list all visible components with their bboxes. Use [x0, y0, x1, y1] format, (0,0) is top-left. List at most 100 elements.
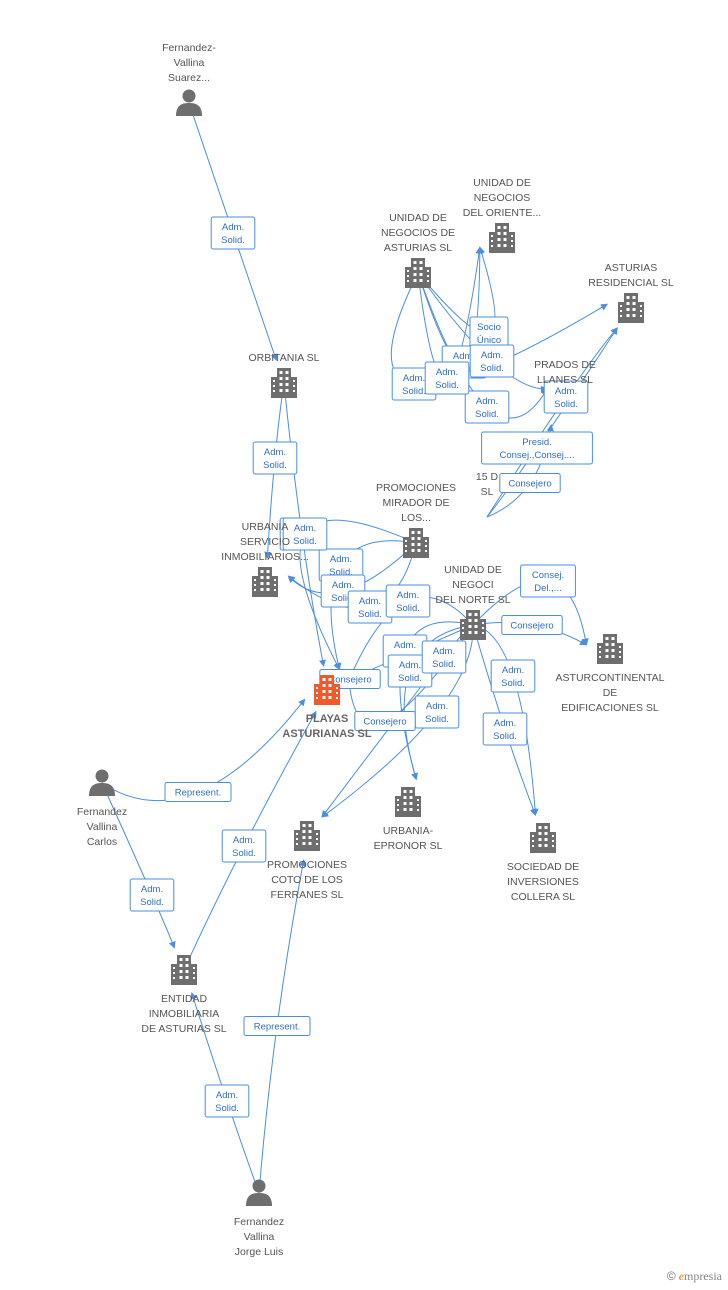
relation-label-text: Solid. [331, 593, 355, 604]
relation-label-text: Solid. [329, 567, 353, 578]
relation-label-text: Solid. [435, 380, 459, 391]
relation-labels: Adm. Solid. Adm. Solid. Adm. Solid. SocioÚnico… [129, 216, 593, 1118]
relation-label-box[interactable]: Adm. Solid. [421, 640, 467, 674]
relation-label-box[interactable]: Adm.Solid. [318, 548, 364, 582]
node-label: Vallina [87, 821, 118, 833]
relation-label-box[interactable]: Adm.Solid. [385, 584, 431, 618]
relation-label-text: Adm. [433, 646, 455, 657]
relation-label-text: Adm. [216, 1090, 238, 1101]
relation-label-text: Consejero [510, 621, 553, 632]
relation-label-box[interactable]: Adm.Solid. [543, 380, 589, 414]
building-icon [530, 823, 556, 853]
relation-label-text: Adm. [359, 596, 381, 607]
relation-label-box[interactable]: Consejero [319, 669, 381, 689]
relation-label-text: Solid. [140, 897, 164, 908]
relation-label-box[interactable]: Represent. [243, 1016, 311, 1036]
node-label: Vallina [244, 1231, 275, 1243]
node-label: Suarez... [168, 72, 210, 84]
node-orb[interactable]: ORBITANIA SL [249, 352, 320, 398]
building-icon [597, 634, 623, 664]
person-icon [176, 89, 202, 116]
relation-label-text: Único [477, 335, 501, 346]
building-icon [171, 955, 197, 985]
node-unn[interactable]: UNIDAD DE NEGOCI DEL NORTE SL [435, 564, 511, 640]
relation-label-text: Solid. [432, 659, 456, 670]
node-label: LLANES SL [537, 374, 593, 386]
relation-label-box[interactable]: Consejero [501, 615, 563, 635]
node-label: UNIDAD DE [444, 564, 502, 576]
relation-label-box[interactable]: Adm.Solid. [347, 590, 393, 624]
relation-label-box[interactable]: Adm.Solid. [221, 829, 267, 863]
relation-label-text: Solid. [396, 603, 420, 614]
building-icon [271, 368, 297, 398]
node-label: INVERSIONES [507, 876, 579, 888]
node-usi[interactable]: URBANIASERVICIOINMOBILIARIOS... [221, 521, 309, 597]
relation-label-box[interactable]: Adm.Solid. [204, 1084, 250, 1118]
relation-label-box[interactable]: Consejero [499, 473, 561, 493]
node-u15[interactable]: 15 D SL [476, 471, 499, 498]
relation-label-text: Solid. [398, 673, 422, 684]
node-label: NEGOCIOS [474, 192, 531, 204]
relation-label-text: Adm. [494, 718, 516, 729]
relation-label-text: Socio [477, 322, 501, 333]
relation-label-box[interactable]: Consejero [354, 711, 416, 731]
relation-label-text: Adm. [436, 367, 458, 378]
relation-label-text: Del.,... [534, 583, 561, 594]
node-label: Vallina [174, 57, 205, 69]
node-label: URBANIA- [383, 825, 434, 837]
relation-label-text: Adm. [403, 373, 425, 384]
relation-label-box[interactable]: Consej.Del.,... [520, 564, 576, 598]
relation-label-box[interactable]: Adm. Solid. [424, 361, 470, 395]
relation-label-box[interactable]: Adm. Solid. [482, 712, 528, 746]
relation-label-text: Adm. [476, 396, 498, 407]
relation-label-text: Solid. [425, 714, 449, 725]
node-label: SOCIEDAD DE [507, 861, 579, 873]
node-label: 15 D [476, 471, 499, 483]
relation-label-box[interactable]: Adm.Solid. [387, 654, 433, 688]
person-icon [89, 769, 115, 796]
relation-label-text: Adm. [141, 884, 163, 895]
node-label: FERRANES SL [271, 889, 344, 901]
relation-label-box[interactable]: Adm. Solid. [129, 878, 175, 912]
relation-label-text: Solid. [493, 731, 517, 742]
relation-label-text: Adm. [502, 665, 524, 676]
node-sic[interactable]: SOCIEDAD DE INVERSIONES COLLERA SL [507, 823, 579, 903]
node-label: LOS... [401, 512, 431, 524]
node-label: DEL NORTE SL [435, 594, 510, 606]
node-label: SL [481, 486, 494, 498]
relation-label-text: Adm. [481, 350, 503, 361]
relation-label-box[interactable]: Represent. [164, 782, 232, 802]
relation-label-box[interactable]: Adm.Solid. [490, 659, 536, 693]
relation-label-box[interactable]: Adm.Solid. [414, 695, 460, 729]
node-fvs[interactable]: Fernandez- VallinaSuarez... [162, 42, 216, 116]
relation-label-box[interactable]: Adm.Solid. [464, 390, 510, 424]
node-label: ASTURCONTINENTAL [556, 672, 665, 684]
node-label: COLLERA SL [511, 891, 575, 903]
relation-label-box[interactable]: Adm.Solid. [210, 216, 256, 250]
relation-label-box[interactable]: Adm.Solid. [469, 344, 515, 378]
relation-label-text: Solid. [232, 848, 256, 859]
relation-label-box[interactable]: Adm.Solid. [282, 517, 328, 551]
node-label: Fernandez- [162, 42, 216, 54]
relation-label-box[interactable]: Adm.Solid. [252, 441, 298, 475]
node-upe[interactable]: URBANIA-EPRONOR SL [374, 787, 443, 852]
node-label: NEGOCI [452, 579, 493, 591]
node-label: ASTURIAS [605, 262, 658, 274]
node-label: PROMOCIONES [267, 859, 347, 871]
node-label: ENTIDAD [161, 993, 208, 1005]
building-icon [294, 821, 320, 851]
relation-label-box[interactable]: Presid.Consej.,Consej.... [481, 431, 593, 465]
